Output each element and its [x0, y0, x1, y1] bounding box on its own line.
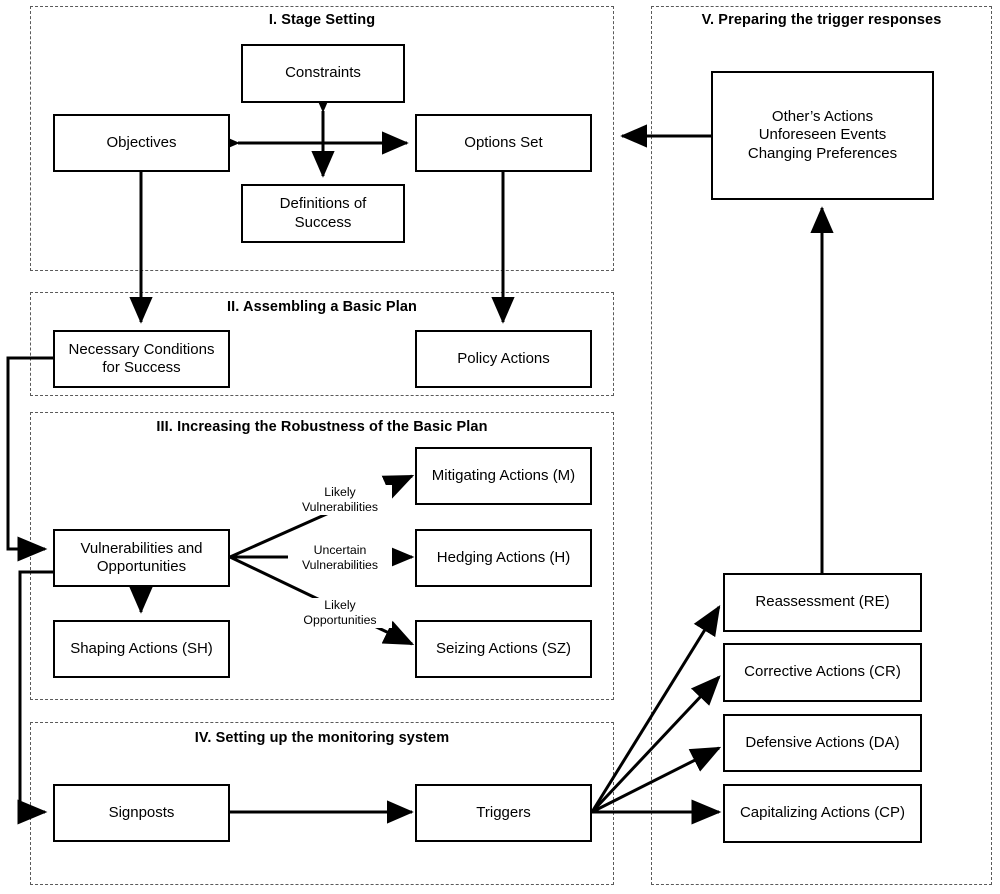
- node-objectives[interactable]: Objectives: [53, 114, 230, 172]
- panel-assembling-basic-plan: [30, 292, 614, 396]
- node-defensive-actions[interactable]: Defensive Actions (DA): [723, 714, 922, 772]
- panel-assembling-basic-plan-title: II. Assembling a Basic Plan: [227, 299, 417, 315]
- panel-monitoring-system-title: IV. Setting up the monitoring system: [194, 730, 450, 746]
- node-hedging-actions[interactable]: Hedging Actions (H): [415, 529, 592, 587]
- edge-triggers-reassessment: [590, 604, 721, 813]
- panel-trigger-responses: [651, 6, 992, 885]
- edge-label-likely-opportunities: Likely Opportunities: [288, 598, 392, 628]
- panel-stage-setting-title: I. Stage Setting: [268, 12, 376, 28]
- node-mitigating-actions[interactable]: Mitigating Actions (M): [415, 447, 592, 505]
- edge-label-uncertain-vulnerabilities: Uncertain Vulnerabilities: [288, 543, 392, 573]
- node-options-set[interactable]: Options Set: [415, 114, 592, 172]
- edge-vulnerabilities-signposts: [17, 570, 53, 825]
- node-capitalizing-actions[interactable]: Capitalizing Actions (CP): [723, 784, 922, 843]
- node-vulnerabilities-opportunities[interactable]: Vulnerabilities and Opportunities: [53, 529, 230, 587]
- node-policy-actions[interactable]: Policy Actions: [415, 330, 592, 388]
- node-corrective-actions[interactable]: Corrective Actions (CR): [723, 643, 922, 702]
- node-constraints[interactable]: Constraints: [241, 44, 405, 103]
- panel-trigger-responses-title: V. Preparing the trigger responses: [701, 12, 942, 28]
- panel-stage-setting: [30, 6, 614, 271]
- edge-triggers-corrective: [590, 675, 721, 814]
- node-triggers[interactable]: Triggers: [415, 784, 592, 842]
- edge-label-likely-vulnerabilities: Likely Vulnerabilities: [288, 485, 392, 515]
- node-signposts[interactable]: Signposts: [53, 784, 230, 842]
- node-necessary-conditions[interactable]: Necessary Conditions for Success: [53, 330, 230, 388]
- panel-increasing-robustness-title: III. Increasing the Robustness of the Ba…: [156, 419, 488, 435]
- node-reassessment[interactable]: Reassessment (RE): [723, 573, 922, 632]
- node-seizing-actions[interactable]: Seizing Actions (SZ): [415, 620, 592, 678]
- edge-necessary-vulnerabilities: [6, 356, 53, 562]
- node-definitions-of-success[interactable]: Definitions of Success: [241, 184, 405, 243]
- edge-triggers-defensive: [591, 746, 722, 814]
- node-shaping-actions[interactable]: Shaping Actions (SH): [53, 620, 230, 678]
- node-others-actions[interactable]: Other’s Actions Unforeseen Events Changi…: [711, 71, 934, 200]
